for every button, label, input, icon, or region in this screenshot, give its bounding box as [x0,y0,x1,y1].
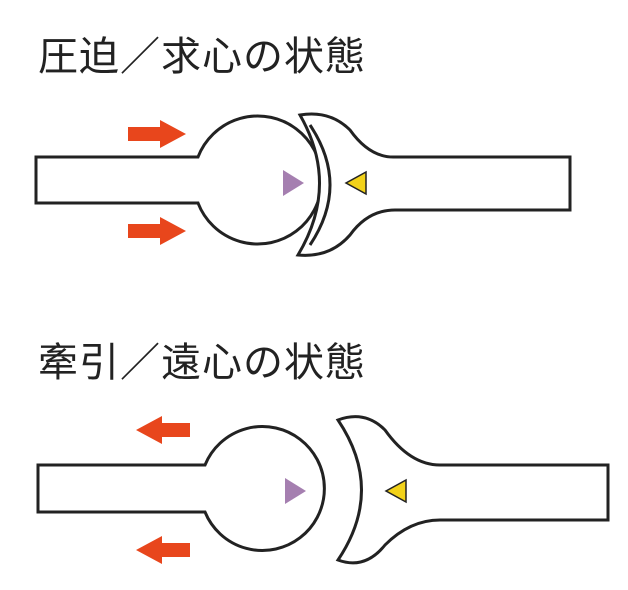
compression-title: 圧迫／求心の状態 [38,34,366,80]
joint-gap-line [308,124,332,246]
left-marker [285,478,306,504]
right-bone [295,112,572,257]
arrow-left-icon [136,416,190,444]
arrow-left-icon [136,536,190,564]
right-marker [344,170,367,196]
right-marker [384,478,407,504]
traction-title: 牽引／遠心の状態 [38,340,366,386]
compression-diagram [34,112,572,257]
arrow-right-icon [128,120,186,148]
left-bone [36,425,326,552]
right-bone [335,415,610,565]
left-marker [283,170,304,196]
arrow-right-icon [128,217,186,245]
traction-diagram [36,415,610,565]
